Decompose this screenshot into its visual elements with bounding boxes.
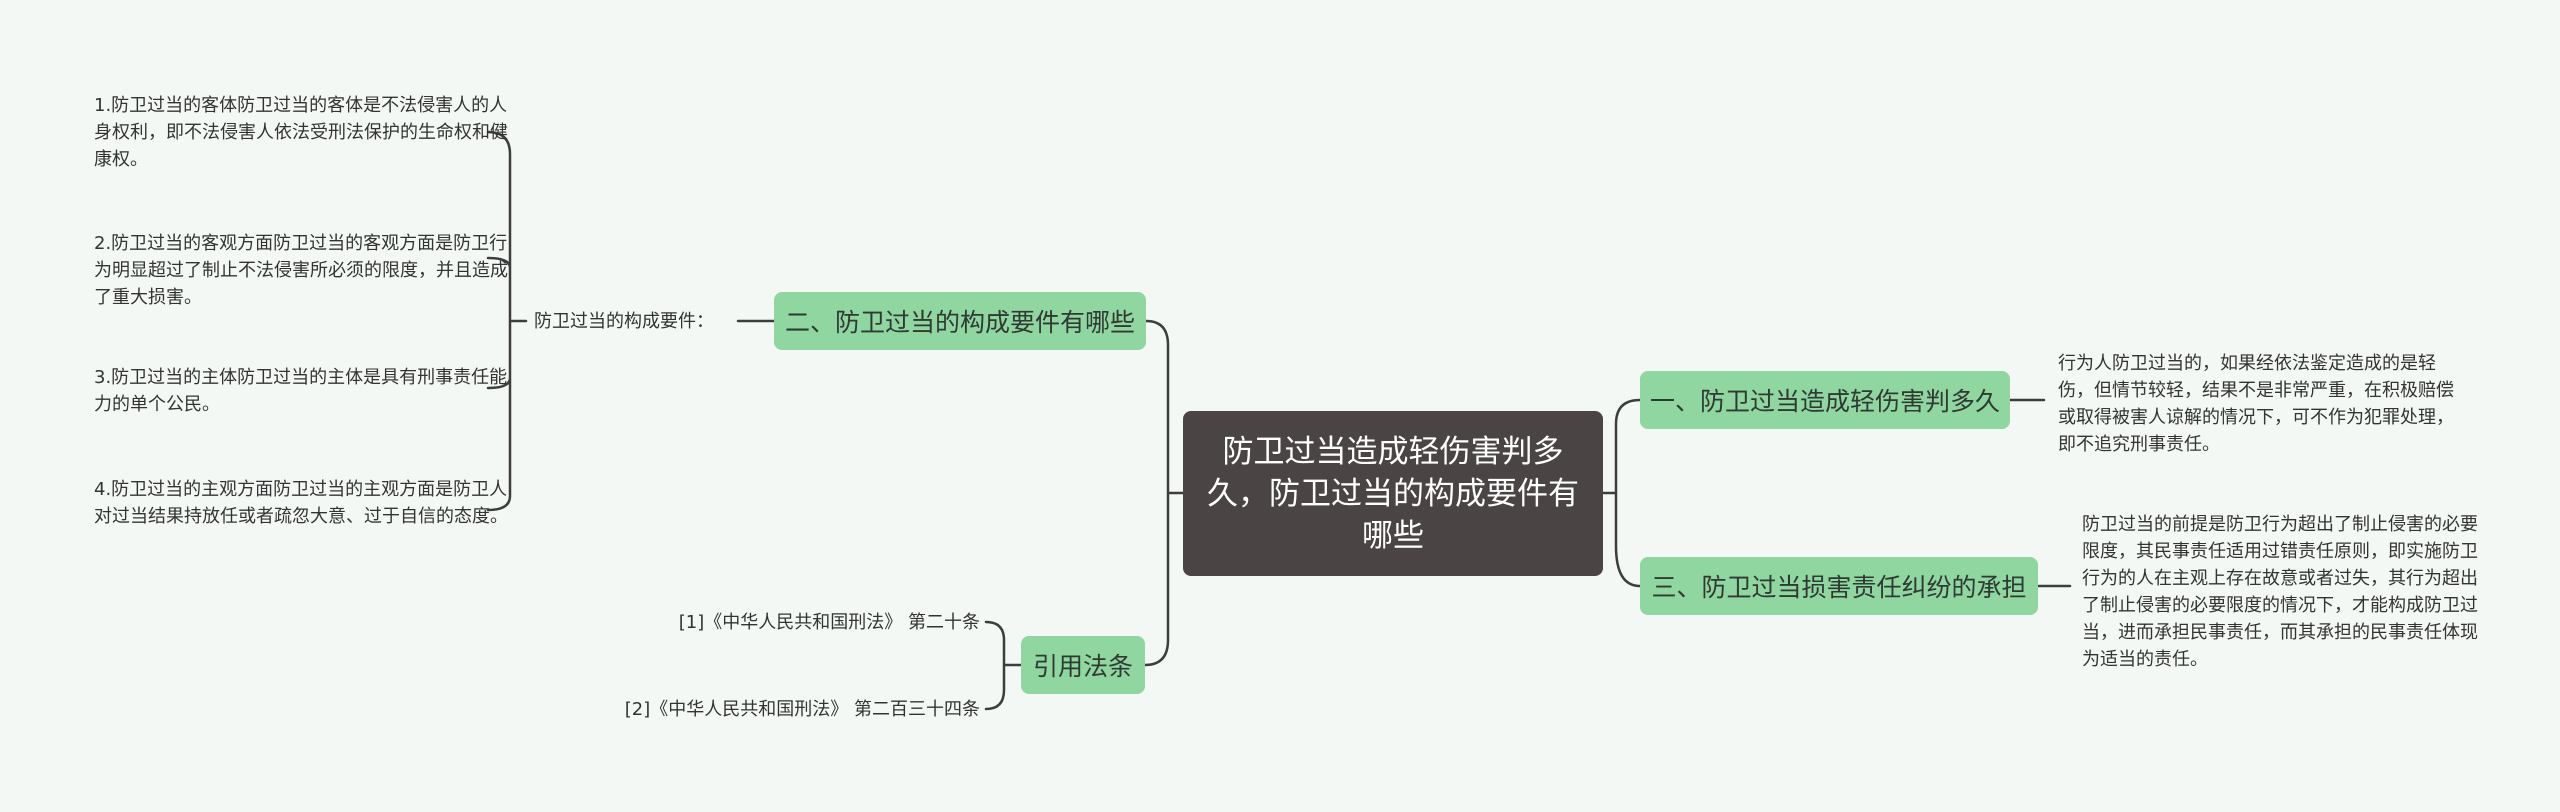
connector-b4-laws	[984, 620, 1023, 711]
law-citation-2[interactable]: [2]《中华人民共和国刑法》 第二百三十四条	[624, 699, 980, 720]
constituent-elements-label: 防卫过当的构成要件：	[534, 311, 714, 332]
branch-cited-laws[interactable]: 引用法条	[1021, 636, 1145, 694]
leaf-element-object: 1.防卫过当的客体防卫过当的客体是不法侵害人的人身权利，即不法侵害人依法受刑法保…	[94, 95, 508, 170]
leaf-element-objective: 2.防卫过当的客观方面防卫过当的客观方面是防卫行为明显超过了制止不法侵害所必须的…	[94, 233, 508, 308]
branch-damage-liability[interactable]: 三、防卫过当损害责任纠纷的承担	[1640, 557, 2038, 615]
detail-damage-liability: 防卫过当的前提是防卫行为超出了制止侵害的必要限度，其民事责任适用过错责任原则，即…	[2082, 514, 2478, 670]
connector-root-right	[1601, 398, 1642, 588]
leaf-element-subjective: 4.防卫过当的主观方面防卫过当的主观方面是防卫人对过当结果持放任或者疏忽大意、过…	[94, 479, 508, 527]
root-topic[interactable]: 防卫过当造成轻伤害判多久，防卫过当的构成要件有哪些	[1183, 411, 1603, 576]
connector-root-left	[1143, 319, 1185, 667]
law-citation-1[interactable]: [1]《中华人民共和国刑法》 第二十条	[678, 612, 980, 633]
connector-leaf-bracket	[486, 130, 528, 512]
detail-light-injury: 行为人防卫过当的，如果经依法鉴定造成的是轻伤，但情节较轻，结果不是非常严重，在积…	[2058, 353, 2454, 455]
branch-light-injury-sentence[interactable]: 一、防卫过当造成轻伤害判多久	[1640, 371, 2010, 429]
branch-cited-laws-text: 引用法条	[1032, 652, 1133, 681]
branch-constituent-elements[interactable]: 二、防卫过当的构成要件有哪些	[774, 292, 1146, 350]
branch-damage-liability-text: 三、防卫过当损害责任纠纷的承担	[1651, 573, 2027, 602]
branch-constituent-elements-text: 二、防卫过当的构成要件有哪些	[784, 308, 1135, 337]
root-topic-text: 防卫过当造成轻伤害判多久，防卫过当的构成要件有哪些	[1207, 433, 1579, 554]
branch-light-injury-sentence-text: 一、防卫过当造成轻伤害判多久	[1649, 387, 2000, 416]
leaf-element-subject: 3.防卫过当的主体防卫过当的主体是具有刑事责任能力的单个公民。	[94, 367, 508, 415]
